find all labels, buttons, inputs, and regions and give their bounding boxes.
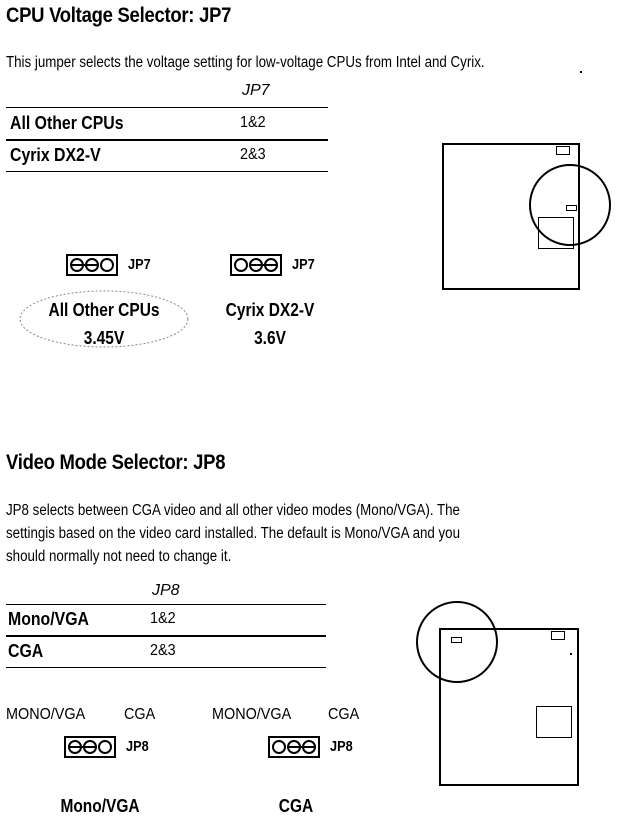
mode-label-mono-vga: MONO/VGA bbox=[6, 706, 86, 723]
jp7-caption: Cyrix DX2-V bbox=[225, 300, 315, 320]
jp8-location-marker bbox=[451, 637, 462, 643]
jp8-table-rule-mid bbox=[6, 635, 326, 637]
jp8-jumper-label: JP8 bbox=[330, 738, 353, 755]
jumper-pin bbox=[272, 740, 286, 754]
jumper-cap bbox=[249, 258, 278, 272]
jp7-jumper-block bbox=[66, 254, 118, 276]
jp7-row-label: Cyrix DX2-V bbox=[10, 145, 101, 165]
jp8-heading: Video Mode Selector: JP8 bbox=[6, 451, 226, 474]
motherboard-outline bbox=[442, 143, 580, 290]
jp7-row-label: All Other CPUs bbox=[10, 113, 124, 133]
jp8-row-value: 2&3 bbox=[150, 642, 176, 659]
jp8-jumper-label: JP8 bbox=[126, 738, 149, 755]
mode-label-cga: CGA bbox=[124, 706, 156, 723]
highlight-oval bbox=[19, 290, 189, 348]
jp7-table-rule-top bbox=[6, 107, 328, 108]
jp8-jumper-block bbox=[64, 736, 116, 758]
jp7-table-rule-mid bbox=[6, 139, 328, 141]
jumper-cap bbox=[68, 740, 97, 754]
jp7-column-header: JP7 bbox=[242, 82, 270, 99]
jumper-pin bbox=[98, 740, 112, 754]
jp8-table-rule-bottom bbox=[6, 667, 326, 668]
jp7-jumper-label: JP7 bbox=[128, 256, 151, 273]
jp7-voltage: 3.45V bbox=[83, 328, 125, 348]
jp8-jumper-block bbox=[268, 736, 320, 758]
board-dot bbox=[570, 653, 572, 655]
jp8-row-value: 1&2 bbox=[150, 610, 176, 627]
jp8-table-rule-top bbox=[6, 604, 326, 605]
highlight-circle bbox=[529, 164, 611, 246]
jp8-description-line: settingis based on the video card instal… bbox=[6, 525, 461, 542]
jp8-description-line: should normally not need to change it. bbox=[6, 548, 232, 565]
jp7-description: This jumper selects the voltage setting … bbox=[6, 54, 485, 71]
cpu-socket bbox=[538, 217, 574, 249]
jp8-row-label: Mono/VGA bbox=[8, 609, 89, 629]
board-component bbox=[551, 631, 565, 640]
jp8-description-line: JP8 selects between CGA video and all ot… bbox=[6, 502, 460, 519]
jp7-row-value: 1&2 bbox=[240, 114, 266, 131]
jp8-caption: Mono/VGA bbox=[60, 796, 140, 816]
jp7-caption: All Other CPUs bbox=[48, 300, 160, 320]
motherboard-outline bbox=[439, 628, 579, 786]
mode-label-mono-vga: MONO/VGA bbox=[212, 706, 292, 723]
jp8-caption: CGA bbox=[278, 796, 314, 816]
board-chip bbox=[536, 706, 572, 738]
jp7-jumper-label: JP7 bbox=[292, 256, 315, 273]
jp8-row-label: CGA bbox=[8, 641, 44, 661]
jp7-jumper-block bbox=[230, 254, 282, 276]
jp7-heading: CPU Voltage Selector: JP7 bbox=[6, 4, 232, 27]
jp7-location-marker bbox=[566, 205, 577, 211]
jp8-column-header: JP8 bbox=[152, 582, 180, 599]
mode-label-cga: CGA bbox=[328, 706, 360, 723]
board-component bbox=[556, 146, 570, 155]
jumper-cap bbox=[70, 258, 99, 272]
jumper-pin bbox=[234, 258, 248, 272]
jp7-table-rule-bottom bbox=[6, 171, 328, 172]
jumper-pin bbox=[100, 258, 114, 272]
jp7-row-value: 2&3 bbox=[240, 146, 266, 163]
highlight-circle bbox=[416, 601, 498, 683]
jumper-cap bbox=[287, 740, 316, 754]
jp7-voltage: 3.6V bbox=[254, 328, 286, 348]
speck bbox=[580, 71, 582, 73]
